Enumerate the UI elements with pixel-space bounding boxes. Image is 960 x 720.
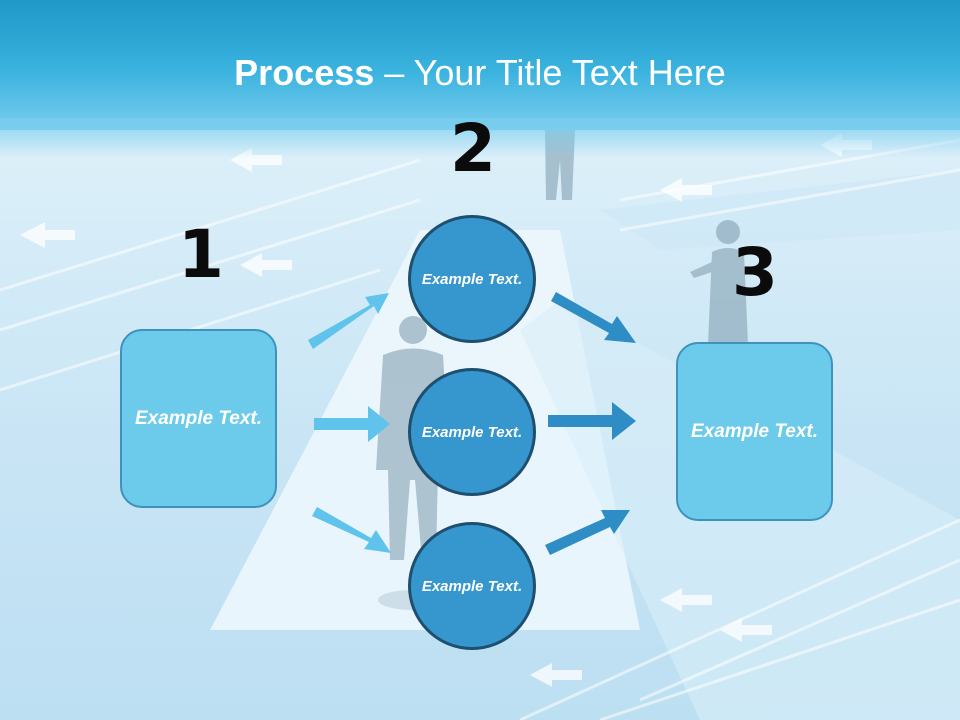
- slide-title: Process – Your Title Text Here: [0, 52, 960, 94]
- arrow-left-to-circle-1: [308, 293, 389, 349]
- title-band: [0, 0, 960, 158]
- arrow-circle-1-to-right: [551, 292, 636, 343]
- arrow-left-to-circle-2: [314, 406, 390, 442]
- circle-1-label: Example Text.: [421, 270, 523, 288]
- right-process-box: Example Text.: [676, 342, 833, 521]
- arrow-circle-3-to-right: [545, 510, 630, 555]
- arrow-left-to-circle-3: [312, 507, 391, 553]
- step-number-1: 1: [178, 216, 224, 293]
- left-process-box: Example Text.: [120, 329, 277, 508]
- title-bold-text: Process: [234, 52, 375, 93]
- left-box-label: Example Text.: [134, 408, 263, 429]
- circle-3-label: Example Text.: [421, 577, 523, 595]
- process-circle-3: Example Text.: [408, 522, 536, 650]
- title-rest-text: – Your Title Text Here: [374, 52, 726, 93]
- right-box-label: Example Text.: [690, 421, 819, 442]
- arrow-circle-2-to-right: [548, 402, 636, 440]
- step-number-3: 3: [732, 234, 778, 311]
- step-number-2: 2: [450, 110, 496, 187]
- process-circle-1: Example Text.: [408, 215, 536, 343]
- process-circle-2: Example Text.: [408, 368, 536, 496]
- circle-2-label: Example Text.: [421, 423, 523, 441]
